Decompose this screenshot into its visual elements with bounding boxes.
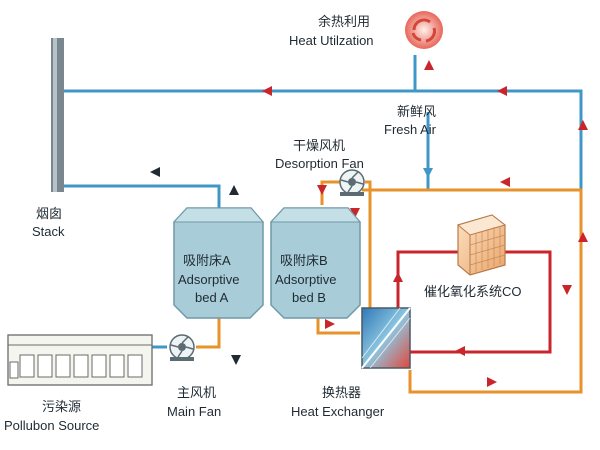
orange-main-loop [362, 188, 583, 394]
adsorptive-bed-b [269, 207, 362, 319]
arrow-left-orange [500, 177, 510, 187]
arrow-right-orange-bottom [487, 377, 497, 387]
stack [51, 38, 64, 192]
adsorptive-bed-a [172, 207, 265, 319]
arrow-right-bed-b-out [325, 319, 335, 329]
bed-a-zh: 吸附床A [183, 253, 231, 268]
red-to-co [396, 250, 458, 315]
arrow-down-bed-b [317, 185, 327, 195]
heat-util-en: Heat Utilzation [289, 33, 374, 48]
desorption-fan-icon [339, 169, 365, 196]
arrow-down-desorption [350, 208, 360, 218]
text-labels: 余热利用 Heat Utilzation 新鲜风 Fresh Air 干燥风机 … [4, 14, 522, 433]
arrow-up-heat-util [424, 60, 434, 70]
arrow-up-bed-a [229, 185, 239, 195]
co-label: 催化氧化系统CO [424, 284, 522, 299]
bed-a-exhaust-pipe [64, 184, 221, 208]
main-fan-en: Main Fan [167, 404, 221, 419]
arrow-left-top-2 [497, 86, 507, 96]
stack-en: Stack [32, 224, 65, 239]
fresh-air-en: Fresh Air [384, 122, 437, 137]
arrow-down-co-return [562, 285, 572, 295]
heat-exchanger-en: Heat Exchanger [291, 404, 385, 419]
bed-b-zh: 吸附床B [280, 253, 328, 268]
desorption-fan-en: Desorption Fan [275, 156, 364, 171]
bed-a-en1: Adsorptive [178, 272, 239, 287]
arrow-to-stack [150, 167, 160, 177]
arrow-up-main-fan [231, 355, 241, 365]
recycle-icon [405, 11, 443, 49]
bed-a-en2: bed A [195, 290, 229, 305]
heat-util-zh: 余热利用 [318, 14, 370, 29]
exhaust-pipe-top [64, 89, 583, 190]
stack-body [51, 38, 64, 192]
catalyst-block-icon [456, 214, 507, 276]
main-fan-zh: 主风机 [177, 385, 216, 400]
heat-exchanger-icon [361, 307, 411, 369]
main-fan-icon [169, 334, 195, 361]
arrow-up-right-riser [578, 120, 588, 130]
bed-b-en1: Adsorptive [275, 272, 336, 287]
arrow-up-to-co [393, 272, 403, 282]
bed-b-en2: bed B [292, 290, 326, 305]
fresh-air-zh: 新鲜风 [397, 104, 436, 119]
red-pipes [396, 250, 552, 354]
arrow-down-fresh-air [423, 168, 433, 178]
heat-exchanger-zh: 换热器 [322, 385, 361, 400]
desorption-fan-zh: 干燥风机 [293, 138, 345, 153]
main-fan-to-bed-a [196, 318, 221, 349]
pollution-source-zh: 污染源 [42, 399, 81, 414]
orange-pipes [196, 180, 583, 394]
arrow-left-red-bottom [455, 346, 465, 356]
pollution-source-icon [7, 334, 153, 386]
arrow-left-top [262, 86, 272, 96]
arrow-up-right-orange [578, 232, 588, 242]
stack-zh: 烟囱 [36, 206, 62, 221]
desorption-to-exchanger [365, 180, 372, 312]
red-return [410, 250, 552, 354]
desorption-fan-left [320, 180, 340, 205]
blue-pipes [64, 55, 583, 349]
pollution-source-en: Pollubon Source [4, 418, 99, 433]
